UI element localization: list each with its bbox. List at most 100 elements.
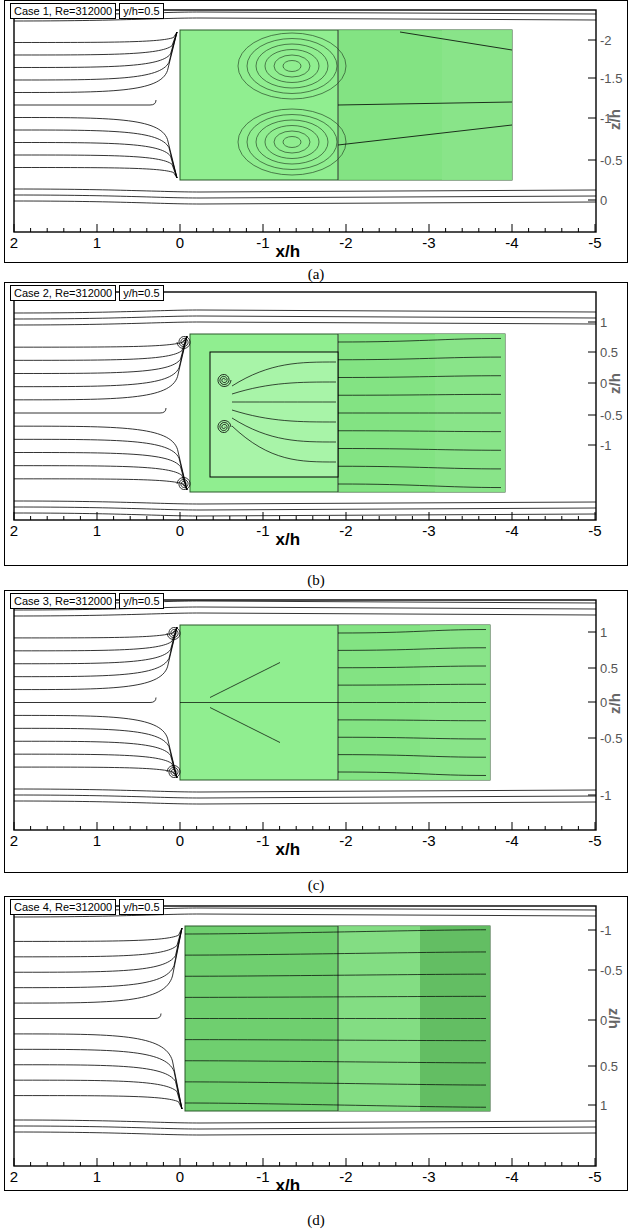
axis-tick (588, 1066, 596, 1067)
axis-tick (362, 1162, 363, 1166)
axis-tick (528, 1162, 529, 1166)
axis-tick (478, 228, 479, 232)
tick-label: -1.5 (600, 71, 622, 86)
axis-tick (578, 1162, 579, 1166)
streamline (14, 453, 187, 491)
streamline (338, 430, 501, 432)
streamline (14, 32, 177, 68)
axis-tick (329, 1162, 330, 1166)
axis-tick (578, 516, 579, 520)
axis-tick (588, 738, 596, 739)
streamline (338, 466, 501, 469)
axis-tick (346, 1158, 347, 1166)
tick-label: -3 (422, 832, 435, 849)
streamline (14, 928, 182, 957)
panel-caption: (b) (307, 572, 325, 589)
vortex (265, 50, 319, 83)
case-label-box: y/h=0.5 (119, 899, 163, 915)
streamline (232, 382, 336, 394)
streamline (14, 32, 177, 43)
axis-tick (495, 516, 496, 520)
tick-label: 1 (600, 1098, 607, 1113)
plot-frame (14, 10, 596, 232)
axis-tick (229, 516, 230, 520)
axis-tick (213, 516, 214, 520)
axis-tick (445, 1162, 446, 1166)
streamline (210, 708, 280, 743)
axis-tick (263, 822, 264, 830)
plot-frame (14, 292, 596, 520)
axis-tick (80, 1162, 81, 1166)
vortex (247, 39, 337, 94)
axis-tick (30, 1162, 31, 1166)
case-label: Case 1, Re=312000 (14, 5, 112, 17)
tick-label: -3 (422, 1168, 435, 1185)
streamline (232, 426, 336, 462)
axis-tick (213, 826, 214, 830)
axis-tick (578, 826, 579, 830)
axis-title: x/h (276, 530, 301, 550)
streamline (14, 100, 156, 105)
axis-tick (512, 224, 513, 232)
streamline (338, 102, 512, 105)
vortex-spiral (218, 375, 231, 387)
axis-tick (588, 795, 596, 796)
axis-tick (47, 1162, 48, 1166)
case-label-box: Case 3, Re=312000 (10, 593, 116, 609)
axis-title: z/h (605, 109, 622, 130)
axis-tick (512, 822, 513, 830)
streamline (185, 952, 486, 955)
vortex (256, 120, 328, 164)
axis-tick (478, 1162, 479, 1166)
axis-tick (30, 826, 31, 830)
axis-tick (146, 228, 147, 232)
axis-tick (14, 822, 15, 830)
vortex-spiral (167, 628, 180, 640)
streamline (185, 930, 486, 934)
axis-tick (146, 826, 147, 830)
case-label-box: y/h=0.5 (119, 285, 163, 301)
axis-tick (47, 516, 48, 520)
tick-label: -1 (600, 438, 612, 453)
axis-tick (246, 1162, 247, 1166)
axis-tick (146, 1162, 147, 1166)
panel-caption: (c) (308, 877, 325, 894)
axis-tick (595, 512, 596, 520)
axis-tick (279, 1162, 280, 1166)
axis-tick (595, 1158, 596, 1166)
streamline (14, 801, 596, 804)
tick-label: 1 (93, 1168, 101, 1185)
axis-tick (412, 1162, 413, 1166)
streamline (14, 201, 596, 204)
tick-label: 0.5 (600, 661, 618, 676)
streamline (185, 974, 486, 976)
axis-tick (14, 512, 15, 520)
streamline (338, 648, 486, 651)
axis-tick (545, 826, 546, 830)
axis-tick (113, 228, 114, 232)
axis-tick (588, 930, 596, 931)
axis-tick (229, 1162, 230, 1166)
streamline (185, 1018, 486, 1019)
axis-tick (97, 1158, 98, 1166)
case-label: Case 4, Re=312000 (14, 901, 112, 913)
streamline (338, 376, 501, 378)
tick-label: 0.5 (600, 1059, 618, 1074)
axis-tick (30, 516, 31, 520)
axis-tick (180, 512, 181, 520)
tick-label: 0 (600, 193, 607, 208)
axis-tick (429, 224, 430, 232)
axis-tick (512, 512, 513, 520)
vortex-spiral (218, 421, 231, 433)
tick-label: 2 (10, 522, 18, 539)
tick-label: 2 (10, 234, 18, 251)
vehicle-body (180, 625, 490, 780)
tick-label: 0 (176, 832, 184, 849)
streamline (14, 336, 187, 400)
axis-tick (312, 228, 313, 232)
vortex (283, 61, 301, 72)
axis-tick (63, 826, 64, 830)
tick-label: -4 (505, 1168, 518, 1185)
axis-tick (362, 826, 363, 830)
streamline (14, 1080, 182, 1109)
